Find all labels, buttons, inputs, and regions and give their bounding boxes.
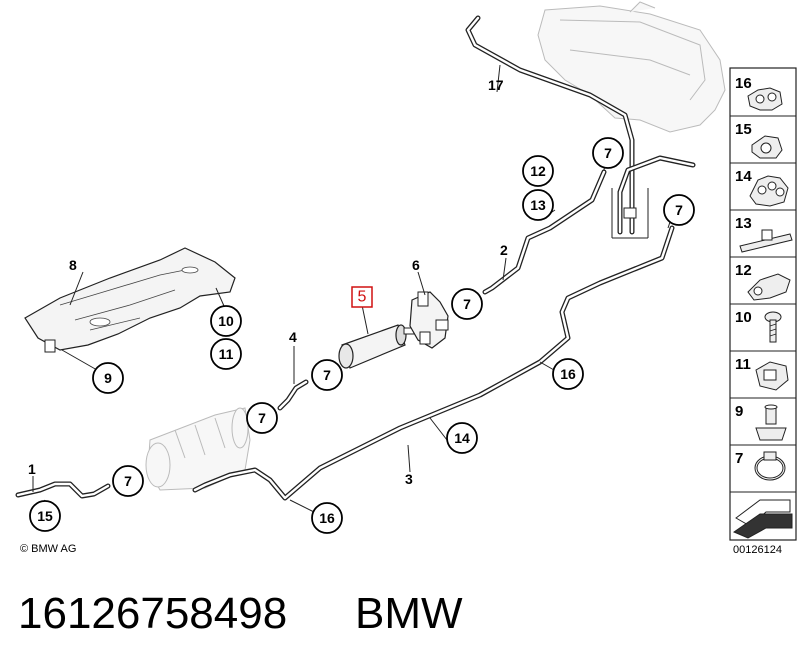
callout-3: 3: [405, 471, 413, 487]
arrow-direction-icon: [732, 499, 793, 539]
pipe-holder-icon: [747, 273, 791, 301]
svg-text:5: 5: [358, 289, 367, 306]
triple-clip-icon: [749, 175, 789, 207]
bubble-16-right: 16: [552, 358, 584, 390]
svg-text:7: 7: [675, 202, 683, 218]
legend-num-15: 15: [735, 121, 752, 138]
nut-clip-icon: [755, 361, 789, 391]
fuel-tank-outline: [537, 1, 726, 133]
legend-num-14: 14: [735, 168, 752, 185]
brand-name: BMW: [355, 589, 463, 638]
single-clip-icon: [751, 135, 783, 159]
callout-2: 2: [500, 242, 508, 258]
svg-text:15: 15: [37, 508, 53, 524]
callout-8: 8: [69, 257, 77, 273]
bubble-7-right: 7: [663, 194, 695, 226]
legend-panel: 16 15 14 13 12: [729, 67, 797, 541]
underbody-shield: [24, 247, 236, 353]
bubble-9: 9: [92, 362, 124, 394]
highlighted-callout-5: 5: [351, 286, 373, 308]
svg-text:14: 14: [454, 430, 470, 446]
legend-num-11: 11: [735, 356, 751, 373]
drawing-number: 00126124: [733, 544, 782, 556]
bubble-12: 12: [522, 155, 554, 187]
svg-text:16: 16: [319, 510, 335, 526]
callout-1: 1: [28, 461, 36, 477]
fuel-filter-part: [338, 324, 415, 369]
bubble-7-top: 7: [592, 137, 624, 169]
fuel-line-1: [15, 481, 111, 499]
hose-clamp-icon: [754, 451, 786, 481]
svg-text:11: 11: [219, 346, 234, 362]
legend-num-16: 16: [735, 75, 752, 92]
svg-text:16: 16: [560, 366, 576, 382]
bubble-7-hose: 7: [311, 359, 343, 391]
double-clip-icon: [747, 87, 783, 111]
callout-17: 17: [488, 77, 504, 93]
rail-clip-icon: [739, 229, 793, 253]
screw-icon: [764, 311, 782, 343]
svg-text:7: 7: [124, 473, 132, 489]
svg-text:9: 9: [104, 370, 112, 386]
bubble-10: 10: [210, 305, 242, 337]
svg-text:13: 13: [530, 197, 546, 213]
legend-num-7: 7: [735, 450, 743, 467]
svg-text:12: 12: [530, 163, 546, 179]
legend-num-13: 13: [735, 215, 752, 232]
copyright-text: © BMW AG: [20, 543, 76, 555]
fuel-filter-assembly: [145, 407, 251, 491]
svg-text:7: 7: [604, 145, 612, 161]
filter-bracket: [409, 291, 449, 349]
bubble-11: 11: [210, 338, 242, 370]
callout-4: 4: [289, 329, 297, 345]
svg-text:7: 7: [258, 410, 266, 426]
fuel-line-2: [482, 169, 607, 295]
bubble-16-bottom: 16: [311, 502, 343, 534]
bubble-7-bottom: 7: [112, 465, 144, 497]
hose-4: [277, 379, 309, 411]
callout-6: 6: [412, 257, 420, 273]
part-number: 16126758498: [18, 589, 287, 638]
pipe-bracket: [611, 188, 649, 239]
fuel-line-3: [192, 155, 696, 501]
svg-text:7: 7: [323, 367, 331, 383]
bubble-13: 13: [522, 189, 554, 221]
fuel-line-17: [465, 15, 635, 235]
svg-text:7: 7: [463, 296, 471, 312]
bubble-15: 15: [29, 500, 61, 532]
legend-num-10: 10: [735, 309, 752, 326]
legend-num-12: 12: [735, 262, 752, 279]
bubble-7-left: 7: [246, 402, 278, 434]
legend-num-9: 9: [735, 403, 743, 420]
bubble-14: 14: [446, 422, 478, 454]
svg-text:10: 10: [218, 313, 234, 329]
grommet-icon: [755, 404, 787, 441]
bubble-7-filter: 7: [451, 288, 483, 320]
